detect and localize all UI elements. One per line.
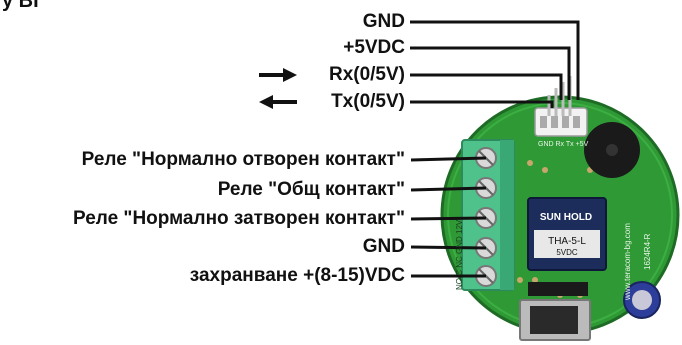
label-relay-no: Реле "Нормално отворен контакт" <box>81 149 405 170</box>
label-5vdc: +5VDC <box>343 37 405 58</box>
website-silk: www.teracom-bg.com <box>623 223 632 301</box>
label-relay-nc: Реле "Нормално затворен контакт" <box>73 208 405 229</box>
terminal-silk: NO C NC GND 12V <box>455 219 464 290</box>
relay-brand: SUN HOLD <box>540 212 592 223</box>
terminal-lines <box>410 156 487 278</box>
connector-lines <box>410 20 580 108</box>
label-gnd-header: GND <box>362 11 405 32</box>
label-gnd-terminal: GND <box>362 236 405 257</box>
tx-arrow-icon <box>259 95 297 109</box>
header-silk: GND Rx Tx +5V <box>538 141 589 148</box>
corner-text: y BI <box>2 0 39 12</box>
label-tx: Tx(0/5V) <box>331 91 405 112</box>
bottom-header <box>528 282 588 296</box>
relay-model: THA-5-L <box>548 236 586 247</box>
relay-voltage: 5VDC <box>556 248 578 257</box>
rx-arrow-icon <box>259 68 297 82</box>
label-power: захранване +(8-15)VDC <box>189 265 405 286</box>
board-id-silk: 1624R4-R <box>643 233 652 270</box>
label-rx: Rx(0/5V) <box>328 64 405 85</box>
label-relay-com: Реле "Общ контакт" <box>217 179 405 200</box>
